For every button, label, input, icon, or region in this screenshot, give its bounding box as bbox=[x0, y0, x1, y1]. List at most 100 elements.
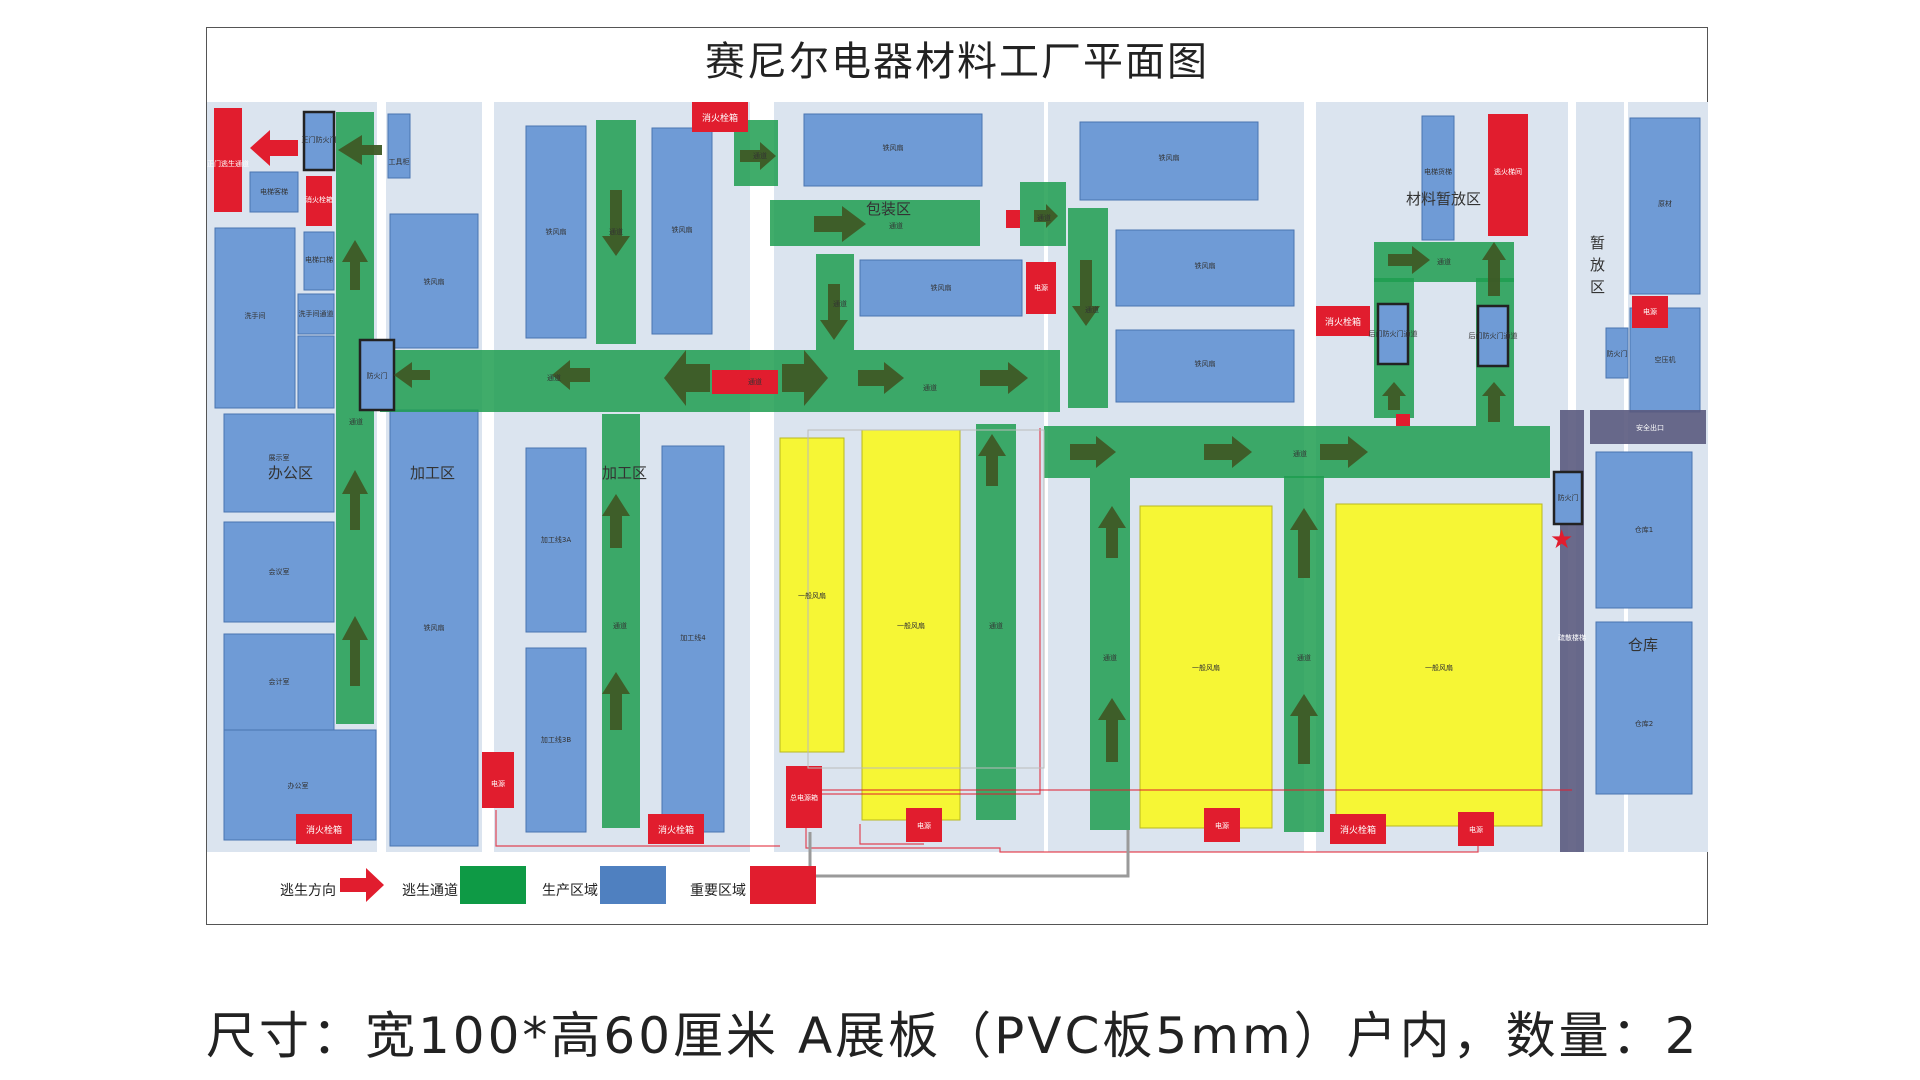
legend-escape-dir-label: 逃生方向 bbox=[280, 883, 336, 899]
meeting-room bbox=[223, 521, 335, 623]
wire-1 bbox=[495, 810, 780, 847]
arrow-right-6 bbox=[1034, 204, 1058, 228]
fire-stairs-room bbox=[1488, 114, 1528, 236]
main-gate-exit bbox=[214, 108, 242, 212]
label-firedoor-east: 防火门 bbox=[1558, 493, 1579, 502]
label-power-1: 电源 bbox=[1034, 283, 1048, 292]
label-fan-3: 铁风扇 bbox=[546, 227, 567, 236]
arrow-right-4 bbox=[740, 142, 776, 170]
general-fan-3 bbox=[1139, 505, 1273, 829]
accounting-room bbox=[223, 633, 335, 731]
hydrant-box-2 bbox=[1316, 306, 1370, 336]
warehouse2 bbox=[1595, 621, 1693, 795]
arrow-right-10 bbox=[1388, 246, 1430, 274]
label-elevator-exit: 电梯口梯 bbox=[305, 255, 333, 264]
reception bbox=[223, 413, 335, 513]
outline-box bbox=[807, 429, 1045, 769]
legend-key-area-swatch bbox=[750, 866, 816, 904]
label-reception: 展示室 bbox=[269, 453, 290, 462]
zone-process2-label: 加工区 bbox=[602, 464, 647, 482]
fire-hydrant-small bbox=[306, 176, 332, 226]
arrow-left-4 bbox=[664, 350, 710, 406]
label-passage-11: 通道 bbox=[613, 621, 627, 630]
label-fan-5: 铁风扇 bbox=[883, 143, 904, 152]
label-office: 办公室 bbox=[288, 781, 309, 790]
label-line3b: 加工线3B bbox=[541, 735, 571, 744]
legend-escape-dir-icon bbox=[340, 868, 384, 902]
label-power-5: 电源 bbox=[1215, 821, 1229, 830]
red-connector-3 bbox=[1396, 414, 1410, 426]
legend-production-label: 生产区域 bbox=[542, 883, 598, 899]
label-washroom-passage: 洗手间通道 bbox=[299, 309, 334, 318]
label-fan-1: 铁风扇 bbox=[424, 277, 445, 286]
label-line4: 加工线4 bbox=[680, 633, 706, 642]
fan-room-9 bbox=[1115, 329, 1295, 403]
arrow-up-10 bbox=[1290, 694, 1318, 764]
label-air-compressor: 空压机 bbox=[1655, 355, 1676, 364]
wire-3 bbox=[806, 428, 1041, 795]
legend-escape-route-label: 逃生通道 bbox=[402, 883, 458, 899]
label-passage-4: 通道 bbox=[748, 377, 762, 386]
zone-office-label: 办公区 bbox=[268, 464, 313, 482]
arrow-right-7 bbox=[1070, 436, 1116, 468]
fan-room-6 bbox=[859, 259, 1023, 317]
power-box bbox=[786, 766, 822, 828]
hydrant-box-5 bbox=[1330, 814, 1386, 844]
label-general-2: 一般风扇 bbox=[897, 621, 925, 630]
label-warehouse2: 仓库2 bbox=[1635, 719, 1653, 728]
arrow-down-2 bbox=[820, 284, 848, 340]
label-restroom: 洗手间 bbox=[245, 311, 266, 320]
zone-temp-char1: 暂 bbox=[1590, 234, 1605, 252]
arrow-left-3 bbox=[552, 360, 590, 390]
label-general-1: 一般风扇 bbox=[798, 591, 826, 600]
arrow-down-1 bbox=[602, 190, 630, 256]
plan-title: 赛尼尔电器材料工厂平面图 bbox=[705, 39, 1209, 85]
legend-production-swatch bbox=[600, 866, 666, 904]
passage-east-horizontal bbox=[1044, 426, 1550, 478]
label-back-firedoor-1: 后门防火门通道 bbox=[1369, 329, 1418, 338]
passage-packing-top bbox=[770, 200, 980, 246]
washroom-passage bbox=[297, 293, 335, 335]
label-passage-1: 通道 bbox=[609, 227, 623, 236]
arrow-down-3 bbox=[1072, 260, 1100, 326]
power-1 bbox=[1026, 262, 1056, 314]
important-areas bbox=[214, 102, 1668, 846]
power-3 bbox=[482, 752, 514, 808]
zone-process1-label: 加工区 bbox=[410, 464, 455, 482]
fan-room-3 bbox=[525, 125, 587, 339]
label-power-box: 总电源箱 bbox=[790, 793, 818, 802]
arrow-up-9 bbox=[1290, 508, 1318, 578]
arrow-right-8 bbox=[1204, 436, 1252, 468]
arrow-up-13 bbox=[1482, 242, 1506, 296]
wiring bbox=[495, 428, 1572, 853]
arrow-up-12 bbox=[1482, 382, 1506, 422]
label-passage-6: 通道 bbox=[753, 151, 767, 160]
star-marker: ★ bbox=[1550, 525, 1573, 555]
back-firedoor-1 bbox=[1376, 302, 1410, 366]
label-fire-hydrant-small: 消火栓箱 bbox=[305, 195, 333, 204]
arrow-up-1 bbox=[342, 240, 368, 290]
label-main-gate: 正门逃生通道 bbox=[207, 159, 249, 168]
label-passage-14: 通道 bbox=[1297, 653, 1311, 662]
wire-2 bbox=[805, 828, 1479, 853]
label-passage-5: 通道 bbox=[923, 383, 937, 392]
label-fan-9: 铁风扇 bbox=[1195, 359, 1216, 368]
label-elevator-room: 电梯货梯 bbox=[1424, 167, 1452, 176]
room-labels: 正门逃生通道 正门防火门 电梯客梯 消火栓箱 电梯口梯 洗手间 洗手间通道 防火… bbox=[207, 135, 1676, 834]
label-passage-3: 通道 bbox=[349, 417, 363, 426]
restroom bbox=[214, 227, 296, 409]
label-passage-7: 通道 bbox=[889, 221, 903, 230]
label-storage: 原材 bbox=[1658, 199, 1672, 208]
hydrant-label-5: 消火栓箱 bbox=[1340, 824, 1376, 836]
arrow-up-5 bbox=[602, 672, 630, 730]
hydrant-labels: 消火栓箱 消火栓箱 消火栓箱 消火栓箱 消火栓箱 bbox=[306, 112, 1376, 836]
label-fan-8: 铁风扇 bbox=[1195, 261, 1216, 270]
exit-arrow-red bbox=[250, 130, 298, 166]
fan-room-7 bbox=[1079, 121, 1259, 201]
side-firedoor-room bbox=[1605, 327, 1629, 379]
label-passage-2: 通道 bbox=[547, 373, 561, 382]
zone-packing-label: 包装区 bbox=[866, 200, 911, 218]
zone-labels: 办公区 加工区 加工区 包装区 材料暂放区 仓库 bbox=[268, 190, 1658, 654]
line4 bbox=[661, 445, 725, 833]
